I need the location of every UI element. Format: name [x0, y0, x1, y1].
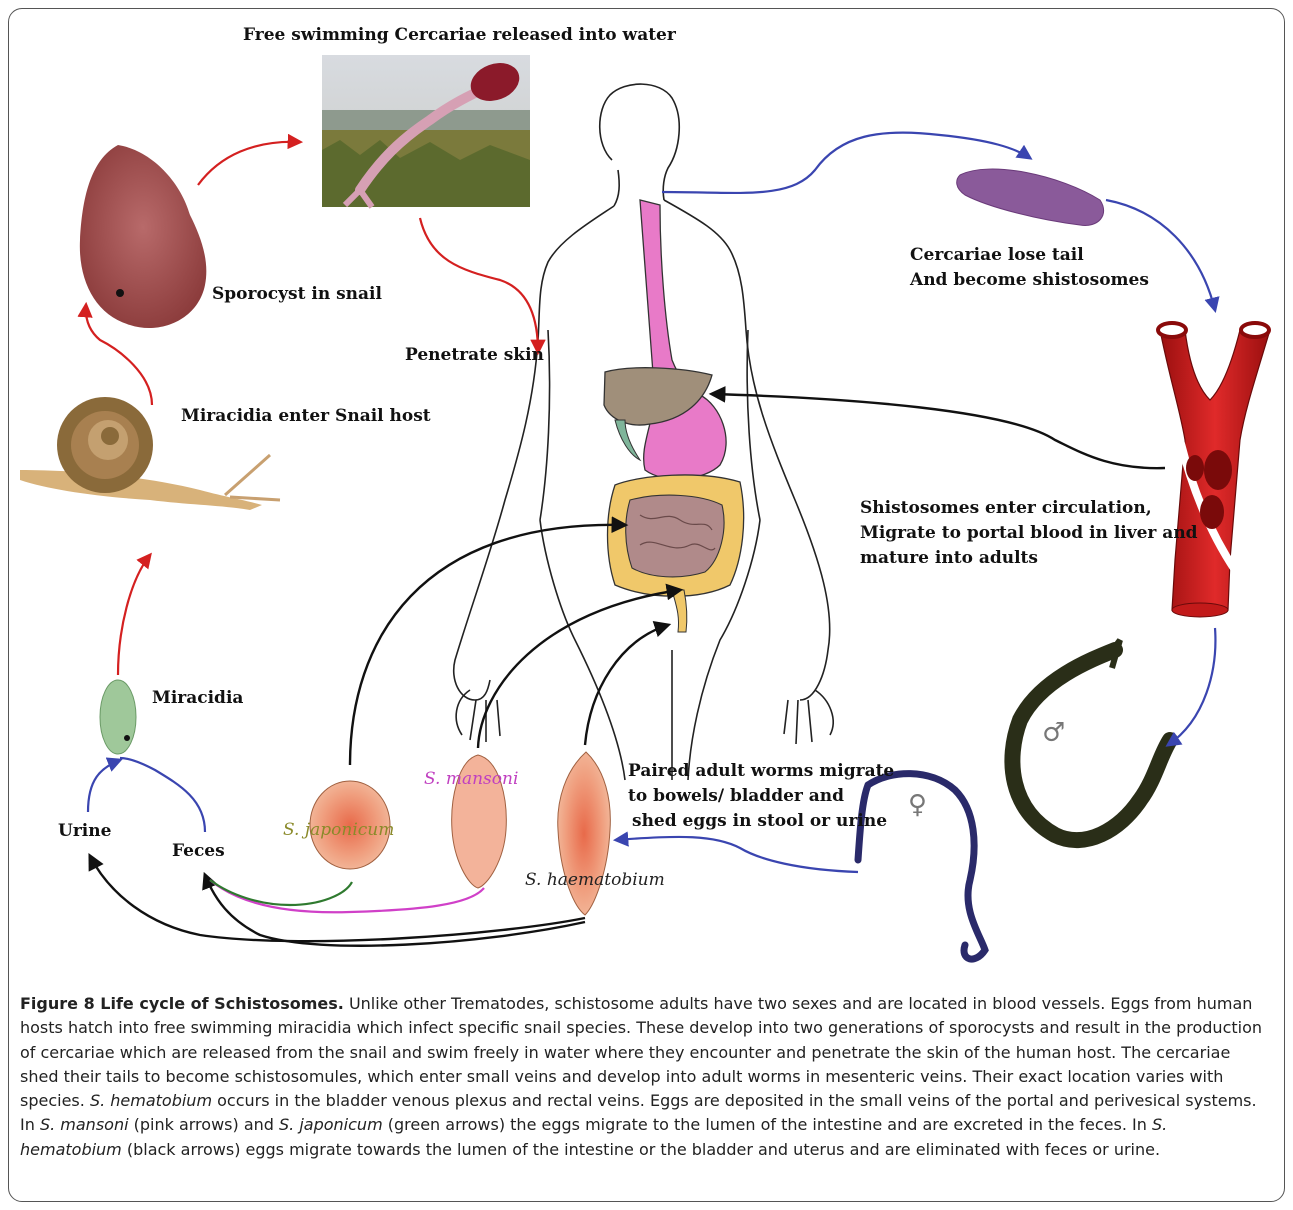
label-circulation-3: mature into adults: [860, 546, 1038, 570]
sporocyst-image: [80, 145, 206, 328]
female-symbol: ♀: [908, 790, 927, 820]
label-paired-2: to bowels/ bladder and: [628, 784, 844, 808]
life-cycle-diagram: [0, 0, 1293, 980]
label-penetrate-skin: Penetrate skin: [405, 343, 544, 367]
label-lose-tail-2: And become shistosomes: [910, 268, 1149, 292]
label-s-haematobium: S. haematobium: [525, 870, 665, 890]
caption-italic-1: S. hematobium: [90, 1091, 212, 1110]
label-miracidia: Miracidia: [152, 686, 243, 710]
green-arrow-japonicum: [210, 880, 352, 905]
male-worm-image: [1012, 640, 1170, 840]
caption-italic-3: S. japonicum: [279, 1115, 383, 1134]
miracidia-image: [100, 680, 136, 754]
caption-italic-2: S. mansoni: [40, 1115, 129, 1134]
black-arrows: [90, 394, 1165, 946]
label-sporocyst: Sporocyst in snail: [212, 282, 382, 306]
schistosomule-image: [957, 169, 1104, 225]
label-circulation-2: Migrate to portal blood in liver and: [860, 521, 1198, 545]
label-s-japonicum: S. japonicum: [283, 820, 394, 840]
label-paired-1: Paired adult worms migrate: [628, 759, 894, 783]
egg-s-haematobium: [558, 752, 611, 915]
digestive-organs: [604, 200, 744, 632]
label-miracidia-enter: Miracidia enter Snail host: [181, 404, 431, 428]
caption-text-3: (pink arrows) and: [129, 1115, 279, 1134]
label-urine: Urine: [58, 819, 111, 843]
caption-text-5: (black arrows) eggs migrate towards the …: [122, 1140, 1160, 1159]
label-feces: Feces: [172, 839, 225, 863]
label-circulation-1: Shistosomes enter circulation,: [860, 496, 1152, 520]
male-symbol: ♂: [1042, 718, 1065, 748]
label-paired-3: shed eggs in stool or urine: [632, 809, 887, 833]
caption-title: Figure 8 Life cycle of Schistosomes.: [20, 994, 344, 1013]
label-s-mansoni: S. mansoni: [424, 769, 518, 789]
pink-arrow-mansoni: [210, 880, 484, 912]
label-cercariae-released: Free swimming Cercariae released into wa…: [243, 23, 676, 47]
figure-caption: Figure 8 Life cycle of Schistosomes. Unl…: [20, 992, 1272, 1162]
label-lose-tail-1: Cercariae lose tail: [910, 243, 1084, 267]
caption-text-4: (green arrows) the eggs migrate to the l…: [383, 1115, 1152, 1134]
blood-vessel-image: [1158, 323, 1270, 617]
water-cercariae-photo: [322, 55, 530, 207]
